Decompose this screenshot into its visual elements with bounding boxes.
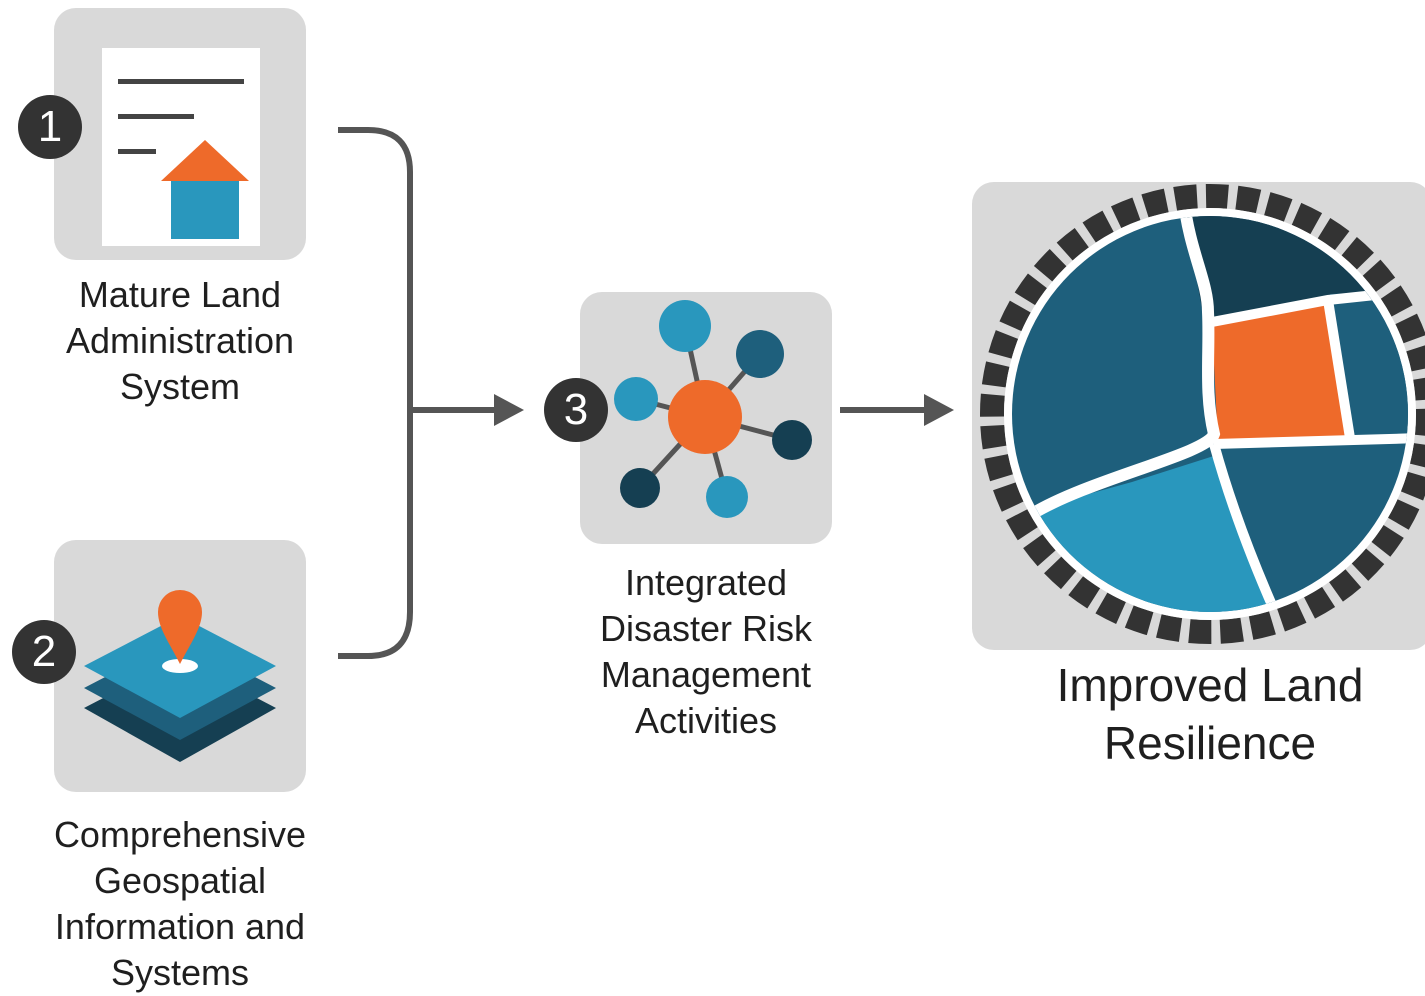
- step-3-badge: 3: [544, 378, 608, 442]
- map-layers-pin-icon: [84, 590, 276, 762]
- step-2-tile: [54, 540, 306, 792]
- land-document-icon: [102, 48, 260, 246]
- step-1-badge: 1: [18, 95, 82, 159]
- highlighted-parcel: [1212, 302, 1346, 444]
- arrow-head-1: [494, 394, 524, 426]
- step-3-tile: [580, 292, 832, 544]
- outcome-tile: [972, 182, 1425, 650]
- step-1-label: Mature Land Administration System: [65, 274, 295, 407]
- step-2-label: Comprehensive Geospatial Information and…: [53, 814, 307, 993]
- arrow-head-2: [924, 394, 954, 426]
- location-pin-icon: [158, 590, 202, 664]
- house-body: [171, 181, 239, 239]
- step-2-badge: 2: [12, 620, 76, 684]
- land-parcels-circle-icon: [980, 184, 1425, 644]
- network-hub-icon: [614, 300, 812, 518]
- roof-shape: [161, 140, 249, 181]
- step-3-label: Integrated Disaster Risk Management Acti…: [599, 562, 813, 741]
- step-1-tile: [54, 8, 306, 260]
- outcome-label: Improved Land Resilience: [1056, 659, 1364, 769]
